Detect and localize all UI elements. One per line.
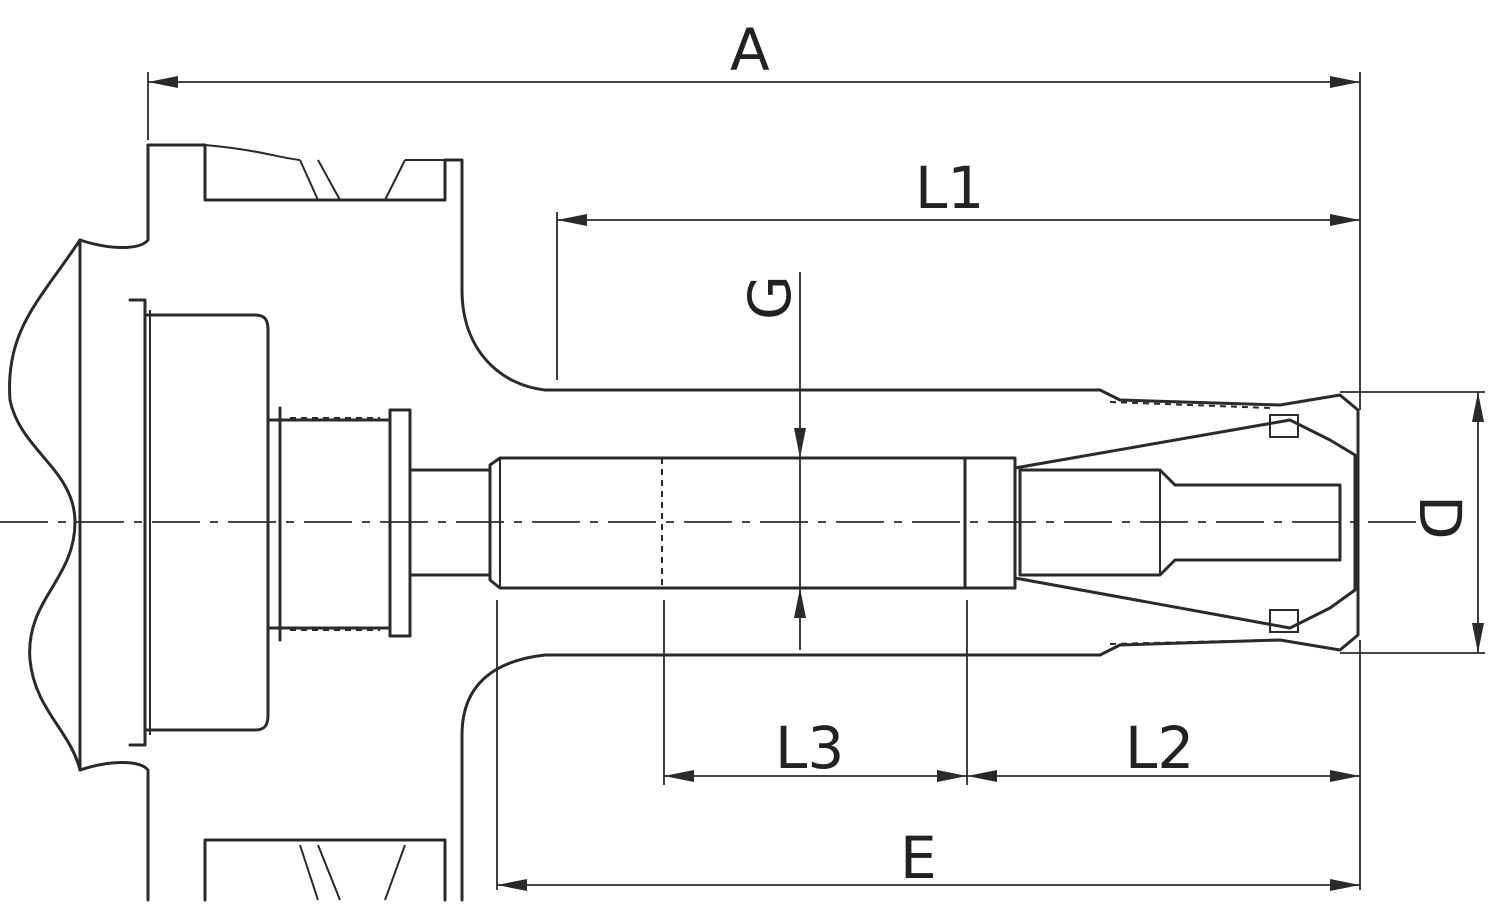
label-d: D: [1406, 495, 1474, 540]
label-l2: L2: [1125, 714, 1194, 782]
spindle-body: [8, 143, 1102, 902]
dimension-a: [148, 76, 1360, 88]
dimension-l3: [664, 770, 967, 782]
label-l3: L3: [775, 714, 844, 782]
dimension-d: [1472, 392, 1484, 653]
label-e: E: [900, 824, 937, 892]
label-l1: L1: [915, 154, 984, 222]
dimension-e: [497, 879, 1360, 891]
tool-shank: [488, 456, 1017, 590]
dimension-l1: [557, 214, 1360, 226]
draw-bar: [266, 406, 492, 642]
extension-lines: [147, 72, 1485, 890]
label-a: A: [730, 16, 770, 84]
label-g: G: [736, 275, 804, 320]
dimension-g: [794, 272, 806, 650]
dimension-l2: [967, 770, 1360, 782]
collet: [1013, 388, 1360, 657]
